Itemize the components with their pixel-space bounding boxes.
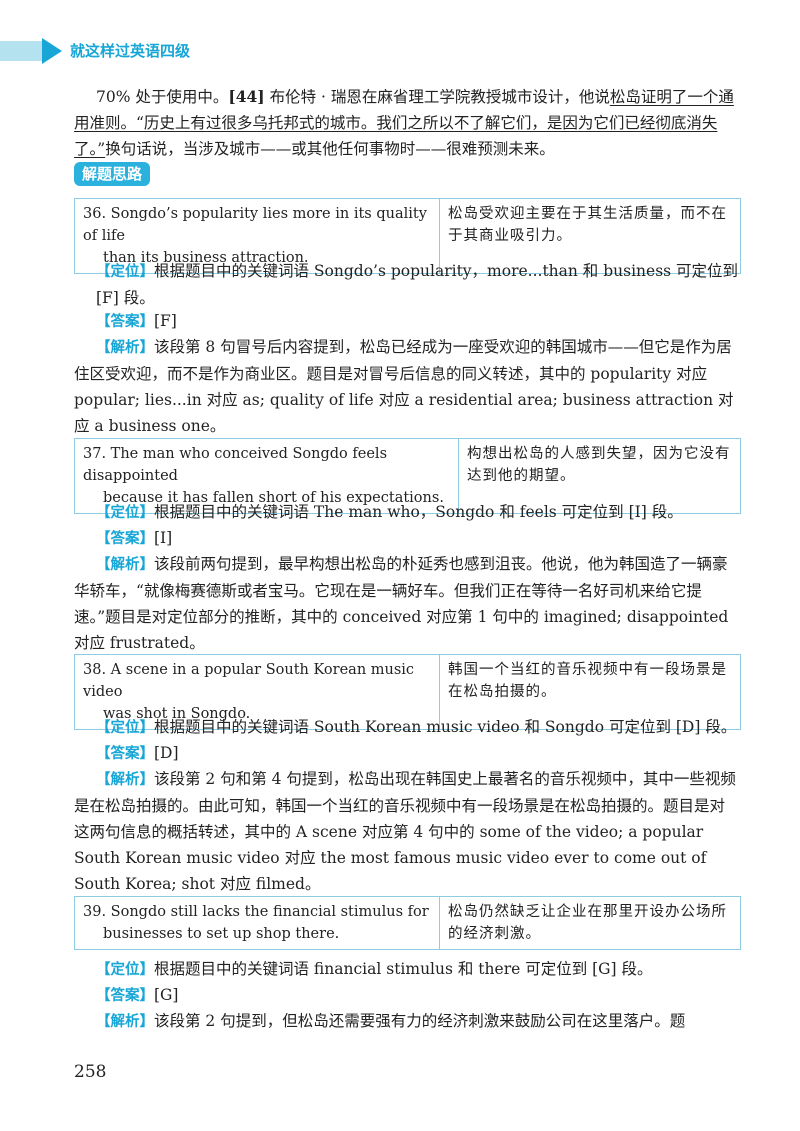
locate-text: 根据题目中的关键词语 Songdo’s popularity，more...th…	[96, 262, 739, 307]
book-title: 就这样过英语四级	[70, 42, 191, 60]
analysis-38: 【解析】该段第 2 句和第 4 句提到，松岛出现在韩国史上最著名的音乐视频中，其…	[74, 766, 739, 897]
answer-text: [I]	[154, 529, 173, 547]
intro-underlined-text: 松岛证明了一个通用准则。“历史上有过很多乌托邦式的城市。我们之所以不了解它们，是…	[74, 88, 734, 158]
analysis-text: 该段前两句提到，最早构想出松岛的朴延秀也感到沮丧。他说，他为韩国造了一辆豪华轿车…	[74, 555, 729, 652]
answer-38: 【答案】[D]	[96, 740, 741, 767]
locate-37: 【定位】根据题目中的关键词语 The man who，Songdo 和 feel…	[96, 499, 741, 526]
analysis-39: 【解析】该段第 2 句提到，但松岛还需要强有力的经济刺激来鼓励公司在这里落户。题	[74, 1008, 739, 1035]
question-en-line2: than its business attraction.	[103, 250, 309, 266]
question-en: 36. Songdo’s popularity lies more in its…	[75, 199, 440, 273]
question-en-line2: was shot in Songdo.	[103, 706, 251, 722]
intro-text-c: 布伦特 · 瑞恩在麻省理工学院教授城市设计，他说	[264, 88, 610, 106]
page-header: 就这样过英语四级	[0, 38, 800, 64]
answer-text: [D]	[154, 744, 179, 762]
answer-39: 【答案】[G]	[96, 982, 741, 1009]
question-en-line1: 39. Songdo still lacks the financial sti…	[83, 904, 429, 920]
intro-text-e: 换句话说，当涉及城市——或其他任何事物时——很难预测未来。	[105, 140, 555, 158]
section-tag: 解题思路	[74, 162, 151, 186]
question-en-line2: businesses to set up shop there.	[103, 926, 340, 942]
locate-38: 【定位】根据题目中的关键词语 South Korean music video …	[96, 714, 741, 741]
intro-paragraph: 70% 处于使用中。[44] 布伦特 · 瑞恩在麻省理工学院教授城市设计，他说松…	[74, 84, 739, 162]
analysis-label: 【解析】	[96, 557, 154, 573]
answer-label: 【答案】	[96, 531, 154, 547]
locate-label: 【定位】	[96, 962, 154, 978]
question-en-line1: 37. The man who conceived Songdo feels d…	[83, 446, 388, 484]
analysis-text: 该段第 2 句提到，但松岛还需要强有力的经济刺激来鼓励公司在这里落户。题	[154, 1012, 686, 1030]
answer-37: 【答案】[I]	[96, 525, 741, 552]
answer-text: [F]	[154, 312, 177, 330]
analysis-text: 该段第 8 句冒号后内容提到，松岛已经成为一座受欢迎的韩国城市——但它是作为居住…	[74, 338, 734, 435]
question-zh: 松岛受欢迎主要在于其生活质量，而不在于其商业吸引力。	[448, 206, 727, 244]
answer-label: 【答案】	[96, 988, 154, 1004]
locate-text: 根据题目中的关键词语 South Korean music video 和 So…	[154, 718, 737, 736]
answer-36: 【答案】[F]	[96, 308, 741, 335]
locate-text: 根据题目中的关键词语 The man who，Songdo 和 feels 可定…	[154, 503, 683, 521]
intro-marker: [44]	[228, 87, 265, 106]
header-bar	[0, 41, 44, 61]
question-zh: 构想出松岛的人感到失望，因为它没有达到他的期望。	[467, 446, 731, 484]
header-arrow-icon	[42, 38, 62, 64]
question-box-37: 37. The man who conceived Songdo feels d…	[74, 438, 741, 514]
question-en: 37. The man who conceived Songdo feels d…	[75, 439, 459, 513]
answer-label: 【答案】	[96, 746, 154, 762]
question-en-line2: because it has fallen short of his expec…	[103, 490, 444, 506]
question-box-39: 39. Songdo still lacks the financial sti…	[74, 896, 741, 950]
question-en-line1: 36. Songdo’s popularity lies more in its…	[83, 206, 427, 244]
analysis-label: 【解析】	[96, 1014, 154, 1030]
locate-label: 【定位】	[96, 720, 154, 736]
question-box-36: 36. Songdo’s popularity lies more in its…	[74, 198, 741, 274]
question-zh: 韩国一个当红的音乐视频中有一段场景是在松岛拍摄的。	[448, 662, 727, 700]
page-number: 258	[74, 1062, 107, 1082]
locate-36: 【定位】根据题目中的关键词语 Songdo’s popularity，more.…	[96, 258, 741, 311]
analysis-37: 【解析】该段前两句提到，最早构想出松岛的朴延秀也感到沮丧。他说，他为韩国造了一辆…	[74, 551, 739, 656]
locate-label: 【定位】	[96, 505, 154, 521]
question-zh: 松岛仍然缺乏让企业在那里开设办公场所的经济刺激。	[448, 904, 727, 942]
analysis-label: 【解析】	[96, 772, 154, 788]
question-en: 38. A scene in a popular South Korean mu…	[75, 655, 440, 729]
analysis-label: 【解析】	[96, 340, 154, 356]
analysis-text: 该段第 2 句和第 4 句提到，松岛出现在韩国史上最著名的音乐视频中，其中一些视…	[74, 770, 736, 893]
analysis-36: 【解析】该段第 8 句冒号后内容提到，松岛已经成为一座受欢迎的韩国城市——但它是…	[74, 334, 739, 439]
question-en: 39. Songdo still lacks the financial sti…	[75, 897, 440, 949]
locate-39: 【定位】根据题目中的关键词语 financial stimulus 和 ther…	[96, 956, 741, 983]
answer-text: [G]	[154, 986, 179, 1004]
question-box-38: 38. A scene in a popular South Korean mu…	[74, 654, 741, 730]
intro-text-a: 70% 处于使用中。	[96, 88, 229, 106]
locate-label: 【定位】	[96, 264, 154, 280]
question-en-line1: 38. A scene in a popular South Korean mu…	[83, 662, 415, 700]
answer-label: 【答案】	[96, 314, 154, 330]
locate-text: 根据题目中的关键词语 financial stimulus 和 there 可定…	[154, 960, 653, 978]
